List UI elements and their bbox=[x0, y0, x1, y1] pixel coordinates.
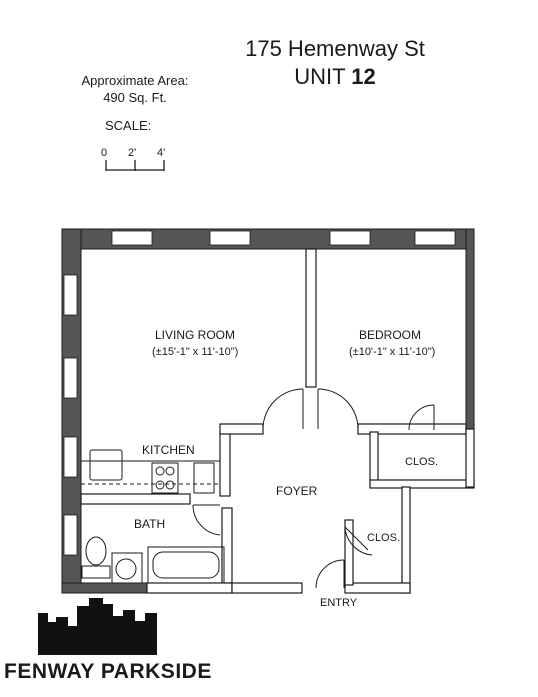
bedroom-dims: (±10'-1" x 11'-10") bbox=[349, 346, 435, 358]
skyline-logo bbox=[38, 598, 157, 655]
area-value: 490 Sq. Ft. bbox=[103, 90, 167, 105]
area-label: Approximate Area: bbox=[81, 73, 189, 88]
unit-number: 12 bbox=[351, 64, 376, 89]
bath-fixtures bbox=[81, 536, 225, 584]
unit-title: UNIT 12 bbox=[205, 63, 465, 91]
living-room-dims: (±15'-1" x 11'-10") bbox=[152, 346, 238, 358]
bath-label: BATH bbox=[134, 517, 165, 531]
unit-prefix: UNIT bbox=[294, 64, 346, 89]
interior-walls bbox=[80, 248, 475, 594]
scale-tick-2: 2' bbox=[128, 147, 136, 159]
door-swings bbox=[192, 388, 435, 589]
entry-closet-label: CLOS. bbox=[367, 532, 400, 544]
brand-name: FENWAY PARKSIDE bbox=[4, 660, 212, 683]
scale-bar bbox=[105, 160, 165, 171]
bedroom-closet-label: CLOS. bbox=[405, 456, 438, 468]
exterior-walls bbox=[61, 228, 475, 594]
scale-tick-4: 4' bbox=[157, 147, 165, 159]
top-windows bbox=[111, 230, 456, 246]
address-title: 175 Hemenway St bbox=[245, 36, 425, 61]
bedroom-label: BEDROOM bbox=[359, 328, 421, 342]
entry-label: ENTRY bbox=[320, 597, 358, 609]
living-room-label: LIVING ROOM bbox=[155, 328, 235, 342]
kitchen-counter bbox=[81, 449, 220, 494]
kitchen-label: KITCHEN bbox=[142, 443, 195, 457]
foyer-label: FOYER bbox=[276, 484, 318, 498]
left-windows bbox=[63, 274, 78, 556]
scale-label: SCALE: bbox=[105, 118, 152, 133]
scale-tick-0: 0 bbox=[101, 147, 107, 159]
